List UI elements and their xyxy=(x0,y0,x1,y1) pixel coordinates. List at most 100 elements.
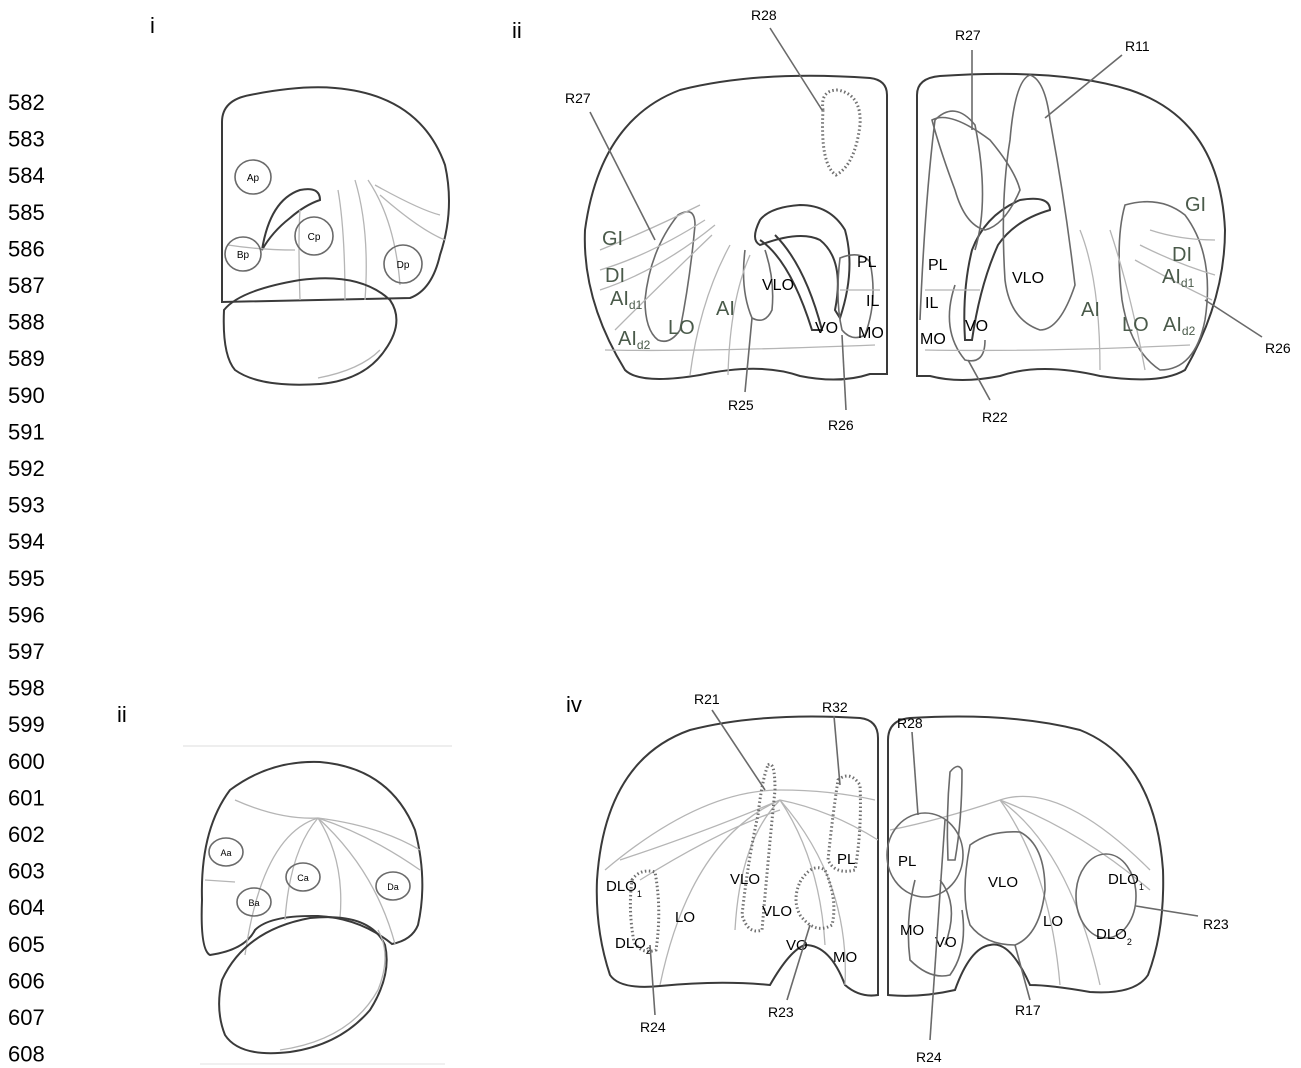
region-ai-right: AI xyxy=(1081,299,1100,321)
r28-lesion-outline xyxy=(823,90,861,175)
region-il-right: IL xyxy=(925,295,938,312)
callout-line-r23-right xyxy=(1136,906,1198,916)
region-gi-left: GI xyxy=(602,228,623,250)
region-vlo-left: VLO xyxy=(762,277,794,294)
line-number: 606 xyxy=(8,968,45,993)
line-number: 597 xyxy=(8,639,45,664)
site-bp-label: Bp xyxy=(237,250,250,261)
line-number-column: 5825835845855865875885895905915925935945… xyxy=(8,90,45,1067)
region-pl-right: PL xyxy=(928,257,948,274)
region-dlo1-left: DLO1 xyxy=(606,878,642,899)
region-aid1-right: AId1 xyxy=(1162,266,1195,290)
region-aid2-right: AId2 xyxy=(1163,314,1196,338)
region-vlo-right-iv: VLO xyxy=(988,874,1018,891)
callout-line-r24-right xyxy=(930,820,945,1040)
left-hemisphere-iv: DLO1 LO DLO2 VLO VLO PL VO MO R21 R32 R2… xyxy=(597,691,878,1035)
hindbrain-outline-bottom xyxy=(219,917,387,1053)
callout-r17: R17 xyxy=(1015,1002,1041,1018)
region-pl-left: PL xyxy=(857,254,877,271)
region-ai-left: AI xyxy=(716,298,735,320)
panel-i: i Ap Bp Cp Dp xyxy=(150,13,449,385)
region-vlo-lower-left: VLO xyxy=(762,903,792,920)
site-cp-label: Cp xyxy=(308,232,321,243)
line-number: 583 xyxy=(8,127,45,152)
line-number: 603 xyxy=(8,859,45,884)
callout-line-r32 xyxy=(834,716,840,785)
callout-r23-right: R23 xyxy=(1203,916,1229,932)
region-aid2-left: AId2 xyxy=(618,328,651,352)
region-vo-right-iv: VO xyxy=(935,934,957,951)
region-pl-left-iv: PL xyxy=(837,851,855,868)
line-number: 607 xyxy=(8,1005,45,1030)
panel-label-ii-top: ii xyxy=(512,18,522,43)
region-il-left: IL xyxy=(866,293,879,310)
line-number: 598 xyxy=(8,676,45,701)
right-hemisphere: PL IL MO VO VLO AI LO GI DI AId1 AId2 R2… xyxy=(917,27,1291,425)
panel-label-i: i xyxy=(150,13,155,38)
line-number: 593 xyxy=(8,493,45,518)
region-mo-right-iv: MO xyxy=(900,922,924,939)
left-hemisphere: GI DI AId1 AId2 LO AI VLO PL IL VO MO R2… xyxy=(565,7,887,433)
region-mo-right: MO xyxy=(920,331,946,348)
line-number: 604 xyxy=(8,895,45,920)
callout-line-r28-iv xyxy=(912,732,918,815)
line-number: 591 xyxy=(8,419,45,444)
region-pl-right-iv: PL xyxy=(898,853,916,870)
line-number: 602 xyxy=(8,822,45,847)
region-lo-left: LO xyxy=(668,317,695,339)
line-number: 582 xyxy=(8,90,45,115)
line-number: 587 xyxy=(8,273,45,298)
line-number: 586 xyxy=(8,236,45,261)
line-number: 588 xyxy=(8,310,45,335)
region-dlo1-right: DLO1 xyxy=(1108,871,1144,892)
line-number: 608 xyxy=(8,1042,45,1067)
callout-r24-left: R24 xyxy=(640,1019,666,1035)
region-gi-right: GI xyxy=(1185,194,1206,216)
site-ba-label: Ba xyxy=(248,898,259,908)
line-number: 592 xyxy=(8,456,45,481)
hindbrain-outline xyxy=(224,278,397,385)
region-lo-right: LO xyxy=(1122,314,1149,336)
region-dlo2-right: DLO2 xyxy=(1096,926,1132,947)
callout-r32: R32 xyxy=(822,699,848,715)
callout-r22: R22 xyxy=(982,409,1008,425)
site-ap-label: Ap xyxy=(247,173,260,184)
line-number: 600 xyxy=(8,749,45,774)
callout-line-r24-left xyxy=(650,945,655,1015)
callout-line-r11 xyxy=(1045,55,1122,118)
region-vo-right: VO xyxy=(965,318,988,335)
panel-iv: iv DLO1 LO DLO2 VLO VLO PL VO MO xyxy=(566,691,1229,1065)
region-di-right: DI xyxy=(1172,244,1192,266)
callout-r21: R21 xyxy=(694,691,720,707)
callout-r25: R25 xyxy=(728,397,754,413)
region-vlo-right: VLO xyxy=(1012,270,1044,287)
callout-r28-iv: R28 xyxy=(897,715,923,731)
callout-line-r26-right xyxy=(1205,300,1262,337)
region-di-left: DI xyxy=(605,265,625,287)
site-da-label: Da xyxy=(387,882,399,892)
region-mo-left: MO xyxy=(858,325,884,342)
line-number: 596 xyxy=(8,602,45,627)
region-lo-right-iv: LO xyxy=(1043,913,1063,930)
callout-r28: R28 xyxy=(751,7,777,23)
site-aa-label: Aa xyxy=(220,848,231,858)
callout-r26-left: R26 xyxy=(828,417,854,433)
callout-line-r17 xyxy=(1015,945,1030,1000)
line-number: 594 xyxy=(8,529,45,554)
line-number: 599 xyxy=(8,712,45,737)
callout-line-r21 xyxy=(712,710,765,790)
line-number: 601 xyxy=(8,785,45,810)
right-hemisphere-iv: PL MO VO VLO LO DLO1 DLO2 R28 R23 R17 R2… xyxy=(887,715,1229,1065)
panel-label-ii-bottom: ii xyxy=(117,702,127,727)
brain-section-outline xyxy=(222,87,449,302)
line-number: 584 xyxy=(8,163,45,188)
callout-r26-right: R26 xyxy=(1265,340,1291,356)
callout-r23-left: R23 xyxy=(768,1004,794,1020)
region-vo-left: VO xyxy=(815,320,838,337)
line-number: 585 xyxy=(8,200,45,225)
line-number: 590 xyxy=(8,383,45,408)
line-number: 595 xyxy=(8,566,45,591)
region-dlo2-left: DLO2 xyxy=(615,935,651,956)
region-aid1-left: AId1 xyxy=(610,288,643,312)
